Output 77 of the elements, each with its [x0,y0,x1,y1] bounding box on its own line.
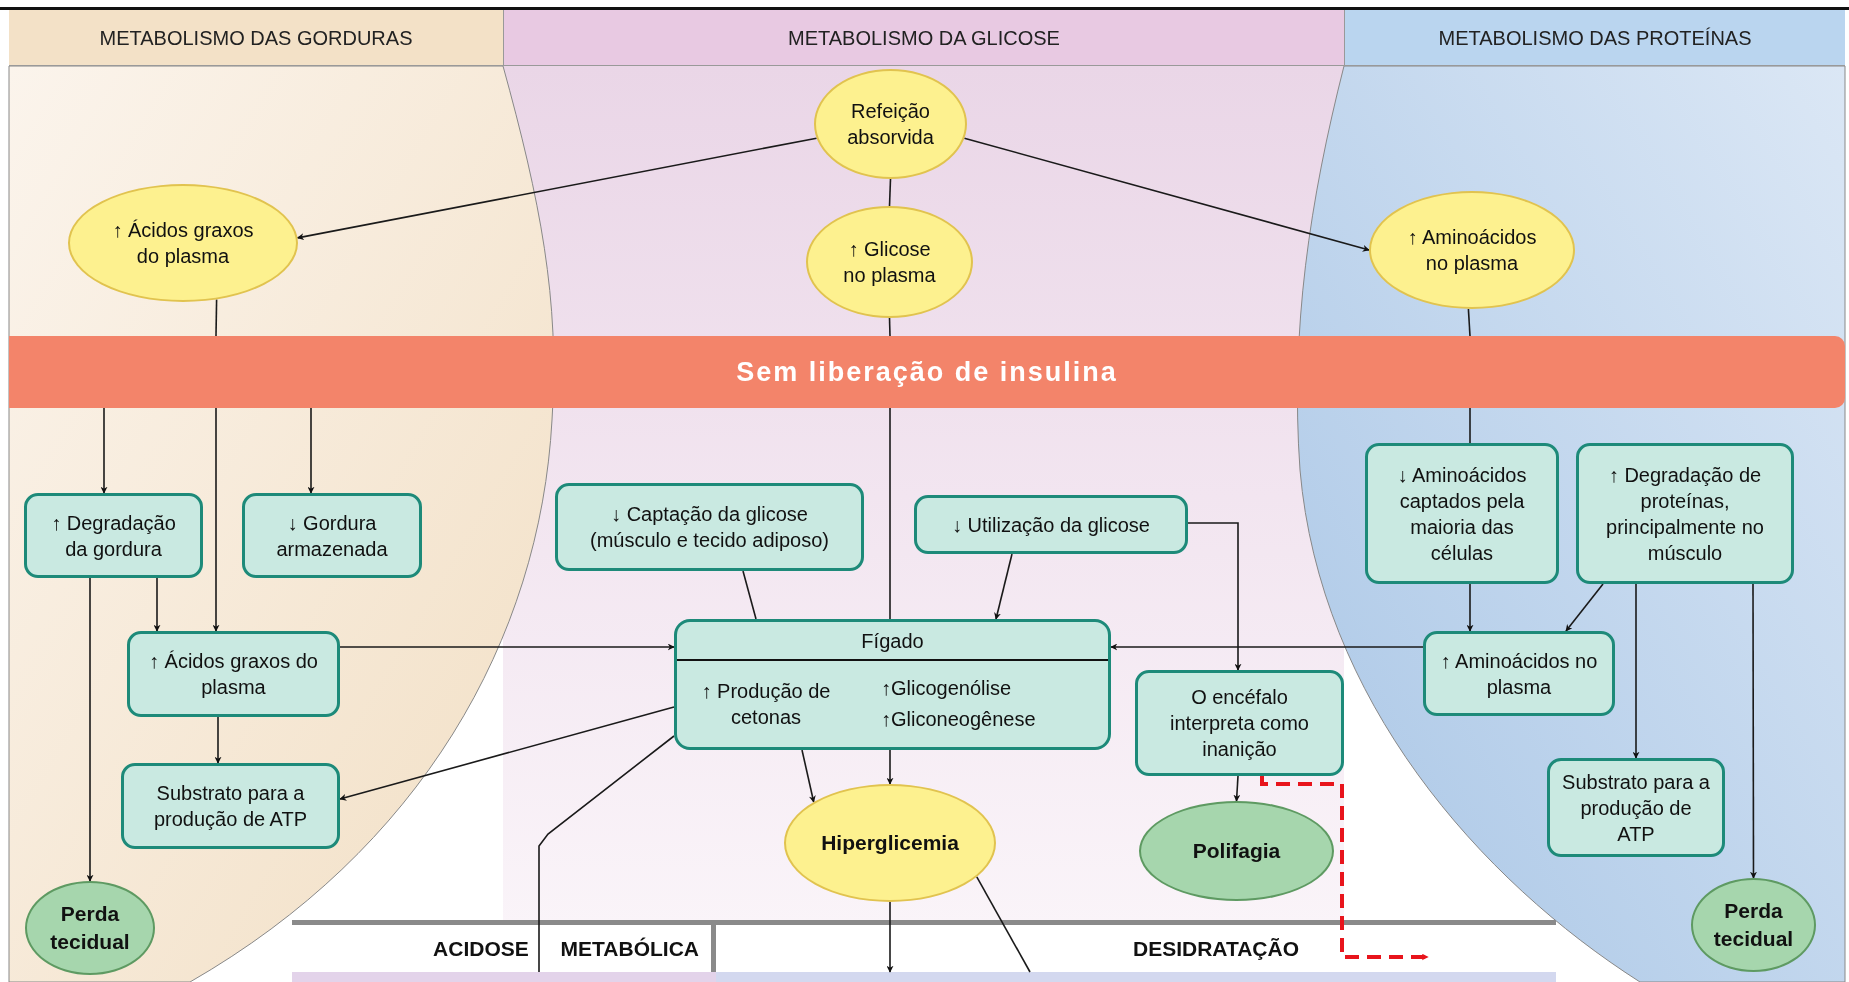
connector-line [1469,407,1471,444]
node-label: ↑ Degradação da gordura [50,510,177,562]
arrow [153,577,161,632]
process-box [1423,631,1615,716]
process-box [1365,443,1559,584]
column-header [1344,10,1845,66]
node-label: Polifagia [1191,837,1282,864]
process-box [914,495,1188,554]
node-label: ↑Glicogenólise [881,677,1012,699]
arrow [1565,583,1604,632]
node-label: Hiperglicemia [821,830,959,857]
node-label: Refeição absorvida [846,99,935,150]
connector-line [976,876,1031,973]
process-box [242,493,422,578]
connector-line [742,570,757,620]
node-label: Substrato para a produção de ATP [1561,769,1711,847]
arrow [963,137,1370,252]
node-label: O encéfalo interpreta como inanição [1169,685,1310,762]
node-label: METABOLISMO DAS PROTEÍNAS [1438,25,1752,51]
connector-line [538,735,675,973]
arrow [1466,583,1474,632]
node-label: ↑ Degradação de proteínas, principalmente no músculo [1605,462,1765,566]
arrow [1233,775,1241,802]
process-box [121,763,340,849]
arrow [1187,522,1242,671]
node-label: ACIDOSE METABÓLICA [433,935,699,962]
connector-line [889,407,891,620]
arrow [307,407,315,494]
section-band [292,920,716,972]
node-label: Sem liberação de insulina [736,355,1118,389]
connector-line [888,317,891,337]
node-label: Perda tecidual [49,900,131,955]
column-header [9,10,503,66]
node-label: Perda tecidual [1712,897,1795,952]
arrow [1632,583,1640,759]
connector-line [888,178,892,207]
column-header [503,10,1344,66]
liver-box [674,619,1111,750]
arrow [100,407,108,494]
dashed-arrow [1260,776,1429,961]
node-label: ↑ Ácidos graxos do plasma [111,218,255,269]
node-label: ↓ Utilização da glicose [951,512,1151,538]
arrow [339,706,675,801]
arrow [212,407,220,632]
process-box [127,631,340,717]
node-label: DESIDRATAÇÃO [1131,935,1300,962]
process-box [1547,758,1725,857]
node-label: METABOLISMO DA GLICOSE [788,25,1060,51]
process-box [555,483,864,571]
process-box [1135,670,1344,776]
process-box [24,493,203,578]
node-label: ↑ Ácidos graxos do plasma [148,649,319,700]
process-box [1576,443,1794,584]
banner-bar [9,336,1845,408]
section-band [716,920,1556,972]
node-label: ↑ Produção de cetonas [700,679,832,730]
node-label: ↑ Aminoácidos no plasma [1439,648,1599,700]
node-label: ↑ Aminoácidos no plasma [1406,225,1538,276]
arrow [86,577,94,882]
arrow [1750,583,1757,879]
node-label: ↓ Aminoácidos captados pela maioria das células [1396,462,1528,566]
connector-line [1467,308,1471,337]
node-label: ↓ Captação da glicose (músculo e tecido adiposo) [589,502,830,553]
arrow [994,553,1013,620]
node-label: ↑ Glicose no plasma [842,237,937,288]
arrow [886,749,894,785]
arrow [886,901,894,973]
arrow [801,749,816,803]
node-label: ↓ Gordura armazenada [275,510,389,562]
arrow [214,716,222,764]
arrow [296,137,818,241]
node-label: METABOLISMO DAS GORDURAS [99,25,413,51]
arrow [1110,643,1424,651]
node-label: Fígado [861,628,924,654]
arrow [339,643,675,651]
node-label: ↑Gliconeogênese [881,708,1036,730]
node-label: Substrato para a produção de ATP [152,781,309,832]
